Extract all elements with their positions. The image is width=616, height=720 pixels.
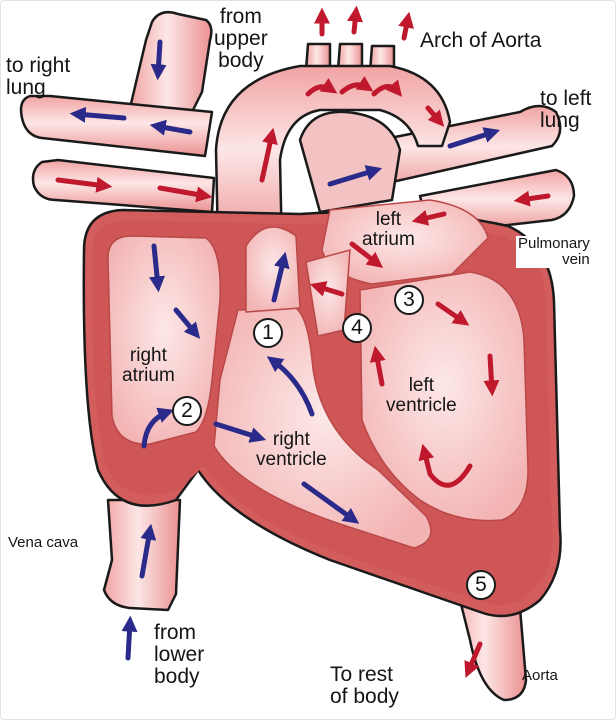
pulmonary-outflow-tract [245, 226, 301, 313]
blue-arrow-lower-body [121, 615, 138, 661]
blue-arrow-rpa-1 [69, 106, 127, 123]
red-arrow-lv-up [369, 345, 386, 387]
blue-arrow-svc [150, 39, 167, 81]
blue-arrow-ra-1 [149, 243, 166, 293]
step-marker-2: 2 [172, 396, 202, 426]
red-arrow-lpv-2 [411, 210, 447, 226]
aortic-arch [214, 64, 452, 254]
blue-arrow-rpa-2 [149, 119, 193, 136]
label-from-lower-body: from lower body [154, 621, 205, 689]
blue-arrow-ivc [139, 523, 157, 579]
red-arrow-descending [464, 641, 483, 678]
blue-arrow-lpa [447, 127, 501, 149]
inferior-vena-cava [102, 498, 182, 612]
red-arrow-branch-3 [398, 11, 414, 41]
red-arrow-lpv-1 [513, 190, 551, 207]
label-aorta: Aorta [522, 667, 558, 684]
right-pulmonary-vein [31, 158, 216, 214]
label-left-ventricle: left ventricle [386, 375, 457, 416]
step-marker-3: 3 [394, 285, 424, 315]
label-left-atrium: left atrium [362, 209, 415, 250]
red-arrow-rpv-1 [55, 176, 113, 193]
blue-arrow-tricuspid [213, 421, 267, 443]
red-arrow-lv-down [483, 353, 500, 397]
red-arrow-arch-3 [371, 79, 403, 97]
right-atrium-chamber [107, 235, 221, 445]
pulmonary-trunk [298, 110, 402, 214]
blue-arrow-ra-3 [141, 407, 175, 449]
blue-arrow-pulmonary-trunk [327, 165, 383, 187]
right-pulmonary-artery [19, 94, 214, 158]
label-to-left-lung: to left lung [540, 87, 592, 133]
label-vena-cava: Vena cava [8, 534, 79, 551]
red-arrow-lv-curve [418, 443, 473, 488]
red-arrow-arch-2 [339, 76, 374, 95]
step-marker-1: 1 [253, 318, 283, 348]
label-right-atrium: right atrium [122, 345, 175, 386]
red-arrow-arch-1 [305, 78, 338, 97]
blue-arrow-pulmonary-valve [271, 251, 290, 303]
blue-arrow-rv-down [301, 481, 360, 524]
red-arrow-la [349, 241, 384, 268]
label-right-ventricle: right ventricle [256, 429, 327, 470]
superior-vena-cava [128, 11, 213, 122]
label-to-right-lung: to right lung [6, 54, 71, 100]
label-from-upper-body: from upper body [214, 5, 268, 73]
left-ventricle-chamber [359, 271, 529, 522]
red-arrow-branch-2 [347, 5, 364, 35]
red-arrow-arch-4 [425, 105, 445, 127]
red-arrow-rpv-2 [157, 185, 213, 203]
step-marker-5: 5 [466, 570, 496, 600]
blue-arrow-ra-2 [173, 307, 201, 339]
red-arrow-mitral [435, 301, 470, 326]
step-marker-4: 4 [342, 313, 372, 343]
red-arrow-ascending [259, 127, 278, 183]
label-arch-of-aorta: Arch of Aorta [420, 29, 542, 52]
label-to-rest-of-body: To rest of body [330, 663, 399, 709]
label-pulmonary-vein: Pulmonary vein [516, 235, 592, 268]
blue-arrow-rv-up [266, 356, 315, 417]
red-arrow-aortic-valve [309, 281, 345, 297]
